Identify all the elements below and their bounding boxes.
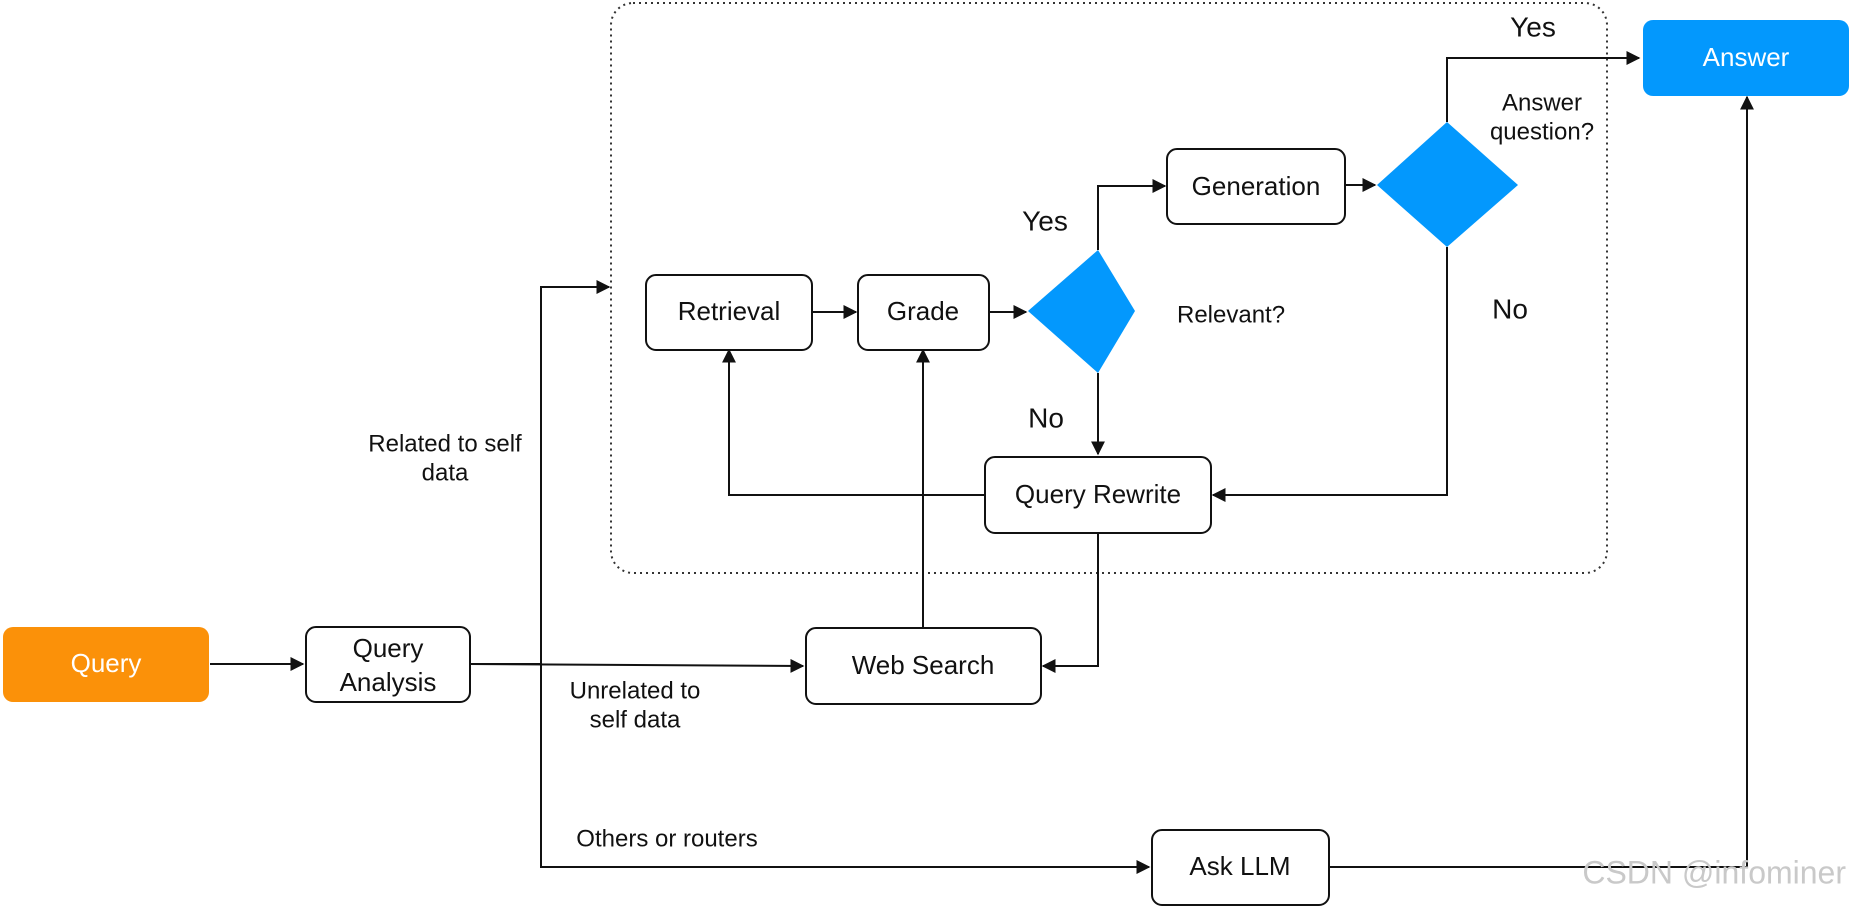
- relevant-diamond: [1028, 250, 1135, 373]
- edge-analysis-to-ask-llm: [540, 664, 1151, 874]
- yes-answer-label: Yes: [1510, 11, 1556, 42]
- yes-relevant-label: Yes: [1022, 205, 1068, 236]
- web-search-label: Web Search: [852, 650, 995, 680]
- others-label: Others or routers: [576, 825, 757, 852]
- no-answer-label: No: [1492, 293, 1528, 324]
- answer-node-box: [1643, 20, 1849, 96]
- answer-question-label-line1: Answer: [1502, 89, 1582, 116]
- grade-label: Grade: [887, 296, 959, 326]
- edge-rewrite-to-websearch: [1041, 533, 1099, 673]
- answer-node: Answer: [1643, 20, 1849, 96]
- retrieval-node: Retrieval: [645, 274, 813, 351]
- grade-box: [857, 274, 990, 351]
- relevant-label: Relevant?: [1177, 301, 1285, 328]
- answer-question-decision: Answer question?: [1377, 89, 1594, 247]
- no-relevant-label: No: [1028, 402, 1064, 433]
- generation-box: [1166, 148, 1346, 225]
- answer-node-label: Answer: [1703, 42, 1790, 72]
- relevant-decision: Relevant?: [1028, 250, 1285, 373]
- retrieval-label: Retrieval: [678, 296, 781, 326]
- retrieval-box: [645, 274, 813, 351]
- answer-question-diamond: [1377, 122, 1518, 247]
- web-search-node: Web Search: [805, 627, 1042, 705]
- query-analysis-label-line1: Query: [353, 633, 424, 663]
- query-analysis-label-line2: Analysis: [340, 667, 437, 697]
- query-analysis-box: [305, 626, 471, 703]
- self-rag-container: [610, 2, 1608, 574]
- unrelated-label-line2: self data: [590, 706, 681, 733]
- watermark: CSDN @infominer: [1582, 854, 1846, 890]
- query-rewrite-node: Query Rewrite: [984, 456, 1212, 534]
- related-label-line2: data: [422, 459, 469, 486]
- query-node-label: Query: [71, 648, 142, 678]
- edge-analysis-to-self-rag: [470, 280, 611, 665]
- query-node-box: [3, 627, 209, 702]
- edge-answer-check-yes-to-answer: [1446, 51, 1641, 122]
- ask-llm-label: Ask LLM: [1189, 851, 1290, 881]
- query-rewrite-label: Query Rewrite: [1015, 479, 1181, 509]
- query-analysis-node: Query Analysis: [305, 626, 471, 703]
- edge-answer-check-no-to-rewrite: [1211, 247, 1448, 502]
- ask-llm-box: [1151, 829, 1330, 906]
- web-search-box: [805, 627, 1042, 705]
- query-node: Query: [3, 627, 209, 702]
- query-rewrite-box: [984, 456, 1212, 534]
- generation-node: Generation: [1166, 148, 1346, 225]
- edge-rewrite-to-retrieval: [722, 348, 985, 496]
- grade-node: Grade: [857, 274, 990, 351]
- ask-llm-node: Ask LLM: [1151, 829, 1330, 906]
- answer-question-label-line2: question?: [1490, 118, 1594, 145]
- edge-relevant-yes-to-generation: [1097, 179, 1167, 250]
- generation-label: Generation: [1192, 171, 1321, 201]
- related-label-line1: Related to self: [368, 430, 522, 457]
- unrelated-label-line1: Unrelated to: [570, 677, 701, 704]
- edge-ask-llm-to-answer: [1329, 95, 1754, 868]
